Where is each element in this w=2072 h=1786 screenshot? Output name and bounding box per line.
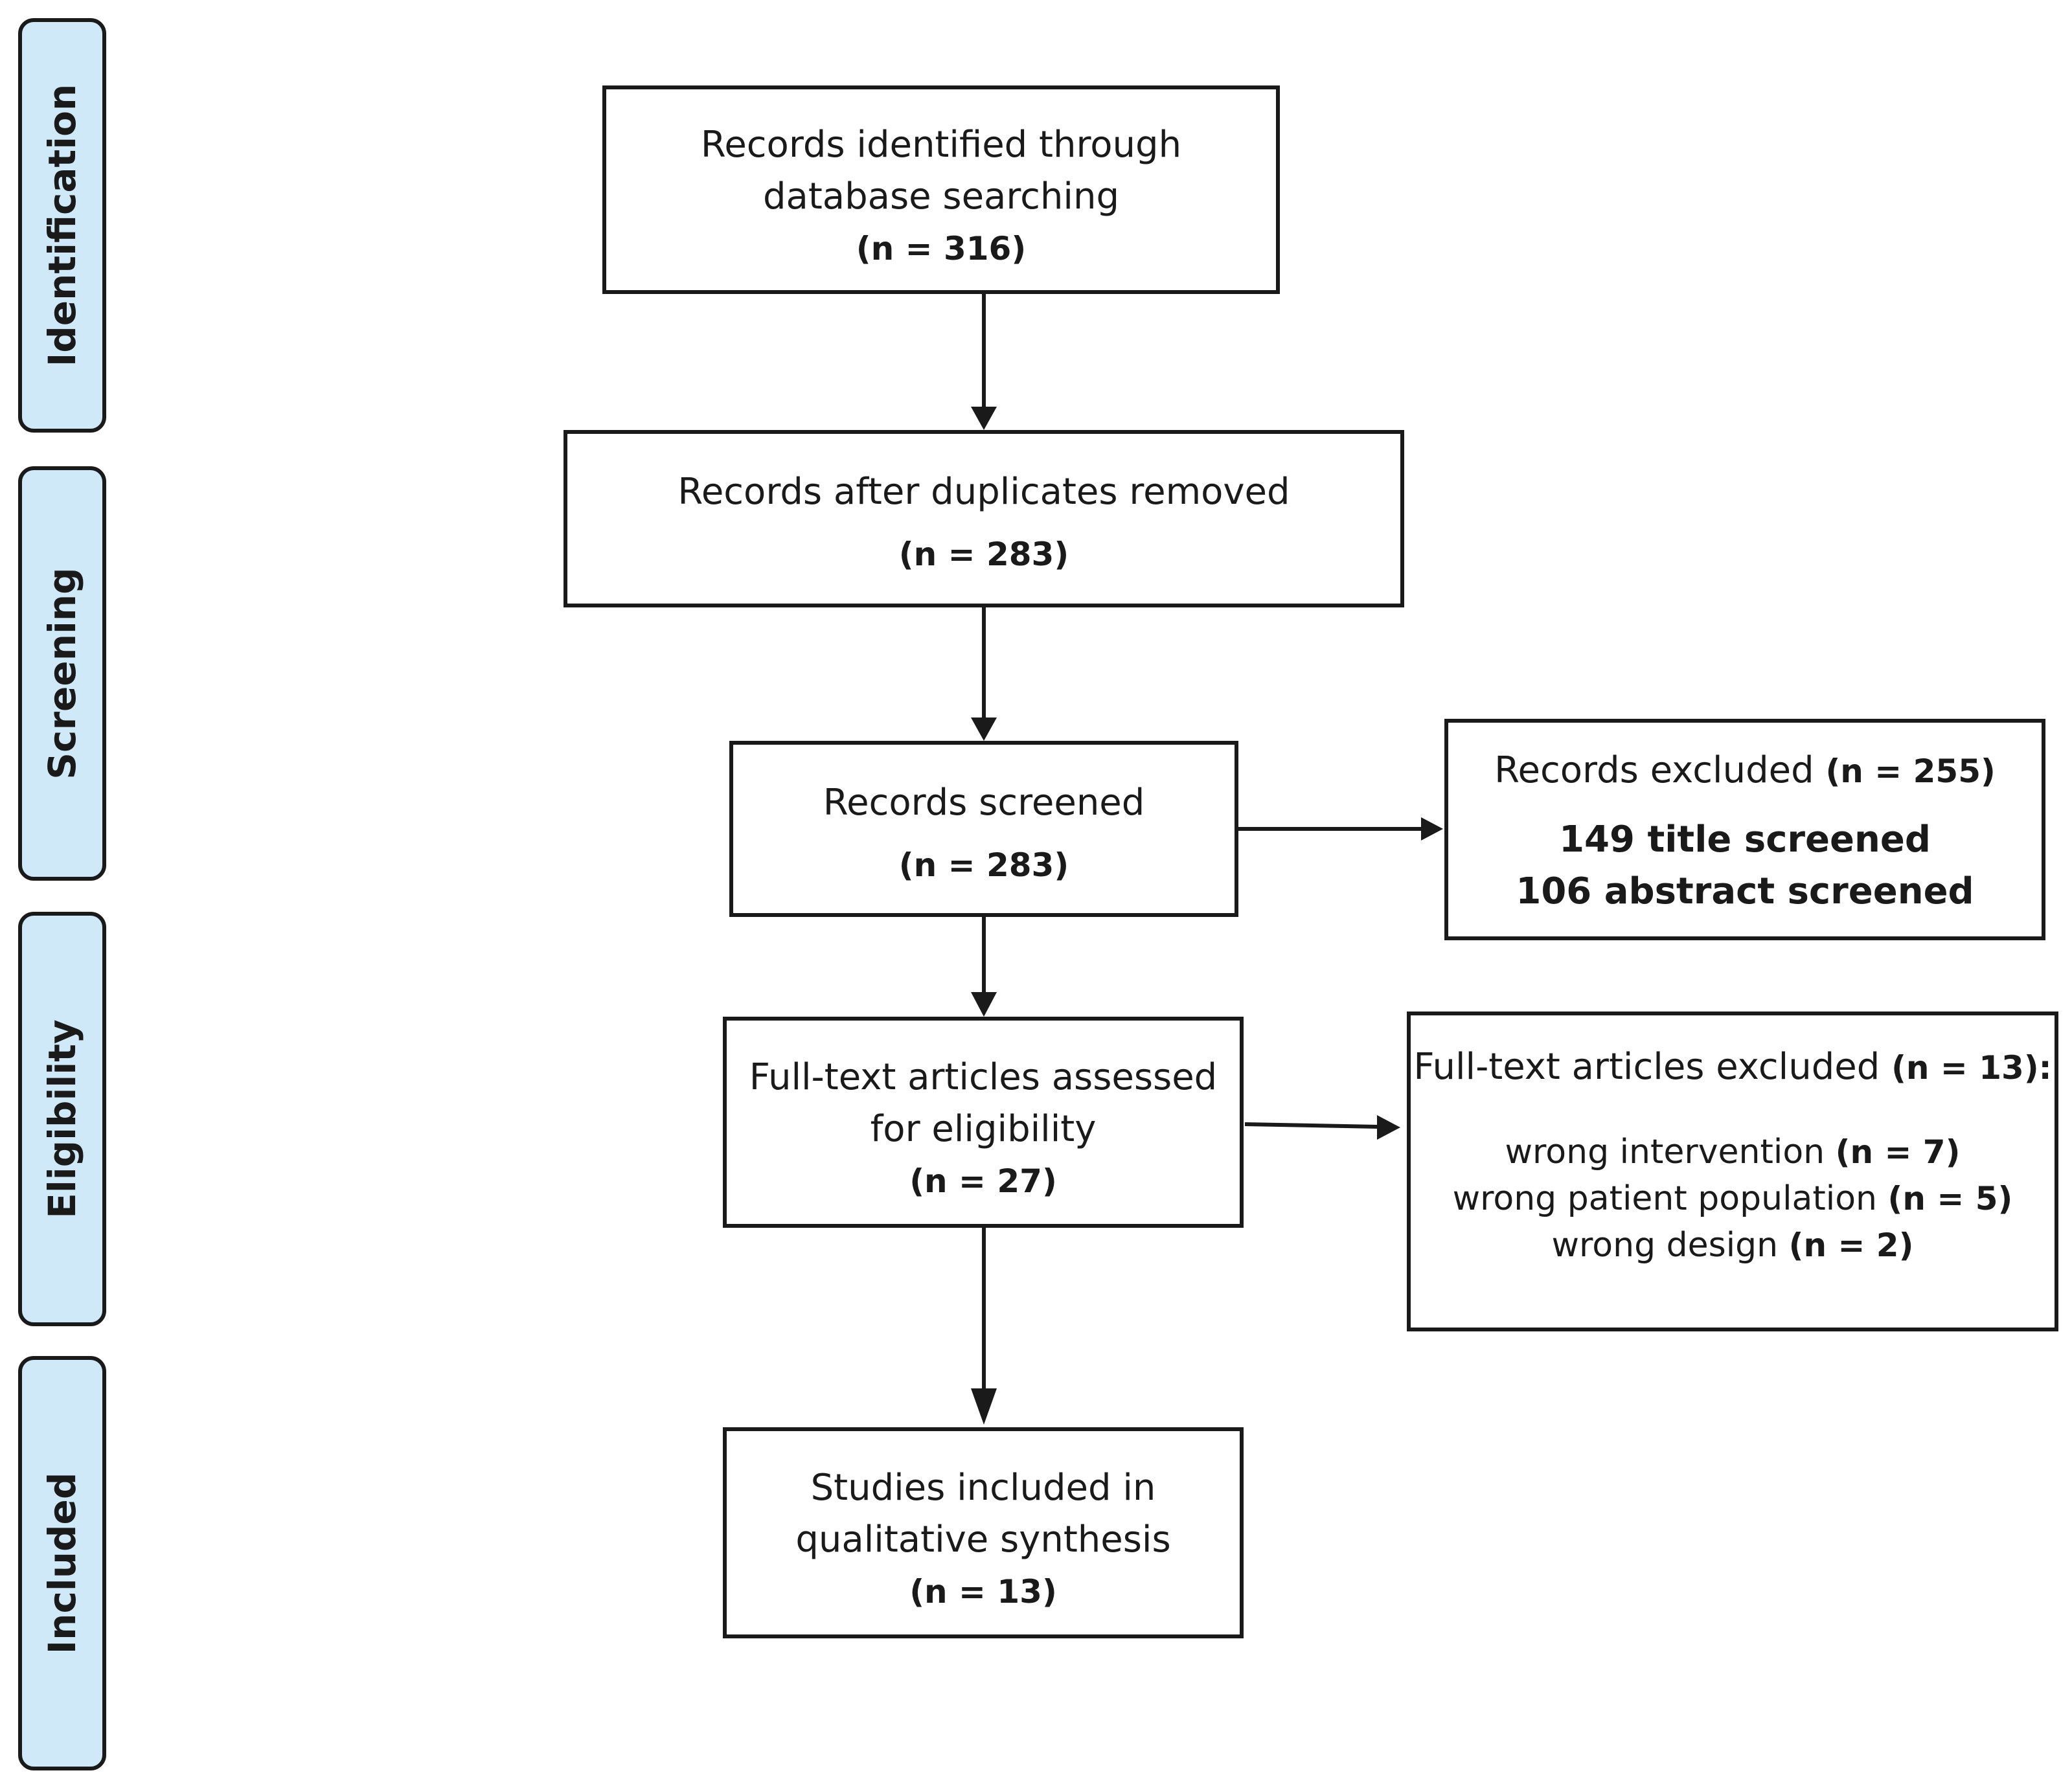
phase-screening: Screening: [18, 466, 106, 881]
records-screened-box: Records screened (n = 283): [729, 741, 1238, 917]
excluded-title-count: 149 title screened: [1559, 819, 1931, 861]
studies-included-box: Studies included in qualitative synthesi…: [723, 1427, 1244, 1638]
box-text: Records screened: [823, 782, 1145, 824]
records-after-duplicates-box: Records after duplicates removed (n = 28…: [564, 430, 1404, 607]
reason-label: wrong patient population: [1452, 1179, 1877, 1218]
arrowhead: [971, 992, 997, 1017]
box-count: (n = 283): [898, 536, 1069, 573]
arrow-fulltext-to-excluded: [1244, 1122, 1379, 1129]
records-identified-box: Records identified through database sear…: [602, 85, 1280, 294]
box-count: (n = 27): [909, 1162, 1057, 1200]
box-text: qualitative synthesis: [795, 1519, 1171, 1561]
reason-count: (n = 5): [1887, 1180, 2013, 1217]
phase-eligibility: Eligibility: [18, 912, 106, 1326]
arrowhead: [1377, 1115, 1400, 1140]
reason-count: (n = 7): [1835, 1133, 1961, 1171]
excluded-abstract-count: 106 abstract screened: [1516, 870, 1974, 912]
box-text: Studies included in: [810, 1467, 1156, 1509]
phase-identification: Identification: [18, 18, 106, 433]
box-count: (n = 13): [909, 1573, 1057, 1611]
reason-count: (n = 2): [1788, 1226, 1914, 1264]
arrowhead: [971, 1388, 997, 1425]
box-text: Records excluded: [1494, 749, 1814, 791]
box-count: (n = 13):: [1891, 1049, 2052, 1087]
box-text: for eligibility: [870, 1108, 1097, 1150]
box-text: Records after duplicates removed: [677, 471, 1290, 513]
arrowhead: [971, 718, 997, 741]
phase-included: Included: [18, 1356, 106, 1770]
fulltext-excluded-box: Full-text articles excluded (n = 13): wr…: [1407, 1012, 2058, 1331]
reason-label: wrong design: [1551, 1226, 1779, 1265]
arrowhead: [1421, 817, 1443, 841]
records-excluded-box: Records excluded (n = 255) 149 title scr…: [1444, 719, 2045, 940]
box-count: (n = 283): [898, 846, 1069, 884]
exclusion-reason: wrong design (n = 2): [1411, 1222, 2055, 1269]
box-text: database searching: [762, 175, 1120, 218]
exclusion-reason: wrong patient population (n = 5): [1411, 1175, 2055, 1222]
box-text: Full-text articles assessed: [749, 1056, 1218, 1098]
arrowhead: [971, 407, 997, 430]
box-count: (n = 255): [1825, 752, 1996, 790]
exclusion-reasons: wrong intervention (n = 7) wrong patient…: [1411, 1129, 2055, 1269]
fulltext-excluded-heading: Full-text articles excluded (n = 13):: [1411, 1041, 2055, 1094]
reason-label: wrong intervention: [1505, 1133, 1825, 1171]
box-text: Full-text articles excluded: [1413, 1046, 1880, 1088]
exclusion-reason: wrong intervention (n = 7): [1411, 1129, 2055, 1175]
box-count: (n = 316): [856, 230, 1027, 267]
fulltext-assessed-box: Full-text articles assessed for eligibil…: [723, 1017, 1244, 1228]
excluded-heading: Records excluded (n = 255): [1448, 745, 2042, 797]
box-text: Records identified through: [700, 124, 1182, 166]
